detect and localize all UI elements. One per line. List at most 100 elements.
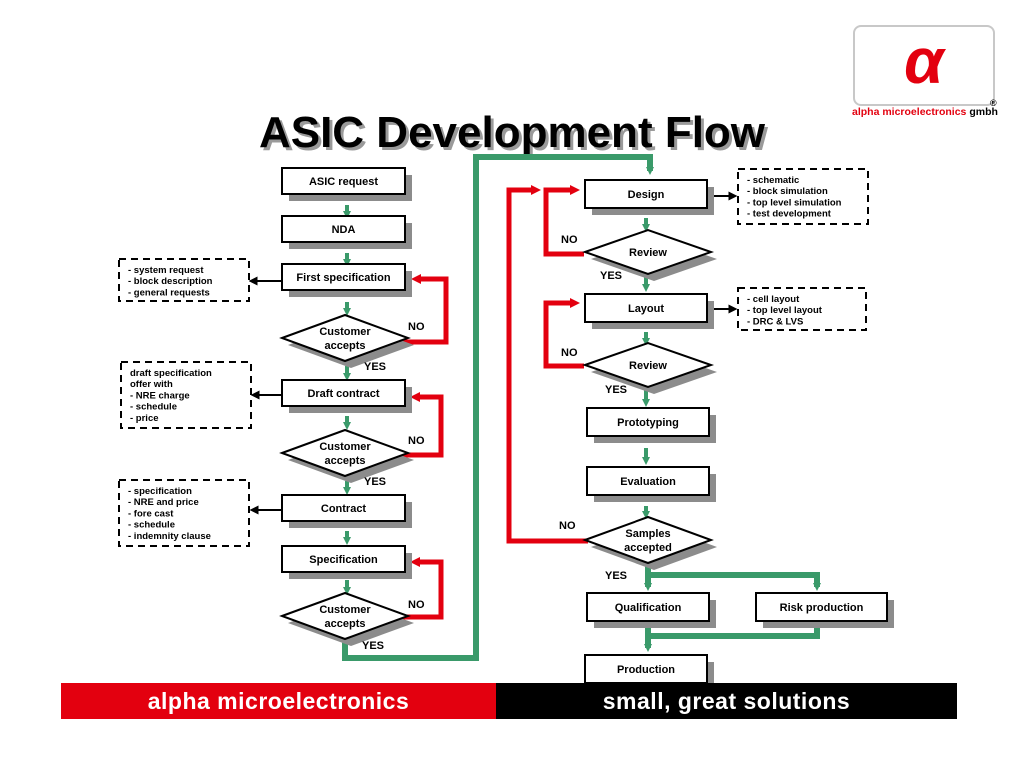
box-frame [281, 167, 406, 195]
first-spec-box: First specification [281, 263, 412, 297]
layout-box: Layout [584, 293, 714, 329]
note-line: draft specification [130, 368, 212, 379]
no-loop-review2 [543, 298, 584, 369]
flow-yes-to-design [342, 154, 654, 661]
layout-note: - cell layout- top level layout- DRC & L… [737, 287, 867, 331]
flow-arrow-risk [650, 572, 821, 591]
note-line: - price [130, 413, 159, 424]
box-label: Evaluation [620, 476, 676, 488]
no-loop-1 [403, 274, 449, 345]
prototyping-box: Prototyping [586, 407, 716, 443]
no-loop-3 [403, 557, 444, 620]
box-label: Prototyping [617, 417, 679, 429]
note-line: - DRC & LVS [747, 316, 803, 327]
yes-label: YES [364, 361, 386, 373]
nda-box: NDA [281, 215, 412, 249]
box-frame [584, 179, 708, 209]
yes-label: YES [362, 640, 384, 652]
box-frame [281, 379, 406, 407]
no-label: NO [408, 435, 425, 447]
note-line: - block description [128, 276, 213, 287]
note-frame [118, 258, 250, 302]
box-frame [586, 466, 710, 496]
box-label: NDA [332, 224, 356, 236]
decision-frame [279, 428, 411, 478]
decision-label: Customer [319, 326, 371, 338]
contract-note: - specification- NRE and price- fore cas… [118, 479, 250, 547]
note-line: - top level simulation [747, 197, 842, 208]
alpha-logo-icon: α [904, 25, 946, 97]
box-label: Contract [321, 503, 367, 515]
logo-suffix: gmbh [969, 106, 998, 118]
decision-label: accepts [325, 618, 366, 630]
note-frame [118, 479, 250, 547]
decision-label: Customer [319, 604, 371, 616]
box-frame [281, 263, 406, 291]
decision-frame [581, 341, 715, 389]
box-label: Draft contract [307, 388, 379, 400]
box-label: Layout [628, 303, 664, 315]
note-line: - test development [747, 209, 832, 220]
box-frame [755, 592, 888, 622]
note-frame [120, 361, 252, 429]
box-frame [586, 592, 710, 622]
box-label: Design [628, 189, 665, 201]
note-line: - schematic [747, 175, 799, 186]
note-line: - cell layout [747, 294, 800, 305]
note-line: - schedule [130, 402, 177, 413]
qualification-box: Qualification [586, 592, 716, 628]
note-line: - system request [128, 265, 204, 276]
box-label: Qualification [615, 602, 682, 614]
note-line: - NRE and price [128, 497, 199, 508]
samples-accepted-decision: Samples accepted [582, 515, 717, 570]
no-label: NO [408, 599, 425, 611]
decision-frame [582, 515, 714, 565]
customer-accepts-3-decision: Customer accepts [279, 591, 414, 646]
box-label: Risk production [780, 602, 864, 614]
logo-caption: alpha microelectronics gmbh [852, 106, 998, 118]
no-label: NO [561, 234, 578, 246]
no-label: NO [561, 347, 578, 359]
box-label: First specification [296, 272, 390, 284]
box-label: Specification [309, 554, 378, 566]
evaluation-box: Evaluation [586, 466, 716, 502]
decision-label: Review [629, 360, 667, 372]
specification-box: Specification [281, 545, 412, 579]
box-frame [281, 215, 406, 243]
box-frame [586, 407, 710, 437]
note-line: - top level layout [747, 305, 823, 316]
note-line: - indemnity clause [128, 531, 211, 542]
yes-label: YES [600, 270, 622, 282]
page-title: ASIC Development Flow [258, 108, 766, 157]
company-logo: α [853, 25, 995, 106]
risk-production-box: Risk production [755, 592, 894, 628]
draft-contract-box: Draft contract [281, 379, 412, 413]
review-2-decision: Review [581, 341, 717, 394]
box-frame [584, 654, 708, 684]
box-label: ASIC request [309, 176, 378, 188]
footer-company: alpha microelectronics [61, 683, 496, 719]
flow-merge [648, 628, 820, 639]
no-loop-review1 [543, 185, 584, 257]
note-line: - general requests [128, 287, 210, 298]
decision-label: Samples [625, 528, 670, 540]
no-loop-2 [403, 392, 444, 458]
decision-label: accepts [325, 340, 366, 352]
no-loop-samples [506, 185, 588, 544]
box-frame [281, 494, 406, 522]
note-line: - NRE charge [130, 390, 190, 401]
decision-label: accepts [325, 455, 366, 467]
decision-frame [279, 591, 411, 641]
decision-label: accepted [624, 542, 672, 554]
note-frame [737, 168, 869, 225]
asic-request-box: ASIC request [281, 167, 412, 201]
note-line: - specification [128, 486, 192, 497]
note-line: - fore cast [128, 508, 174, 519]
yes-label: YES [364, 476, 386, 488]
note-line: offer with [130, 379, 173, 390]
design-box: Design [584, 179, 714, 215]
